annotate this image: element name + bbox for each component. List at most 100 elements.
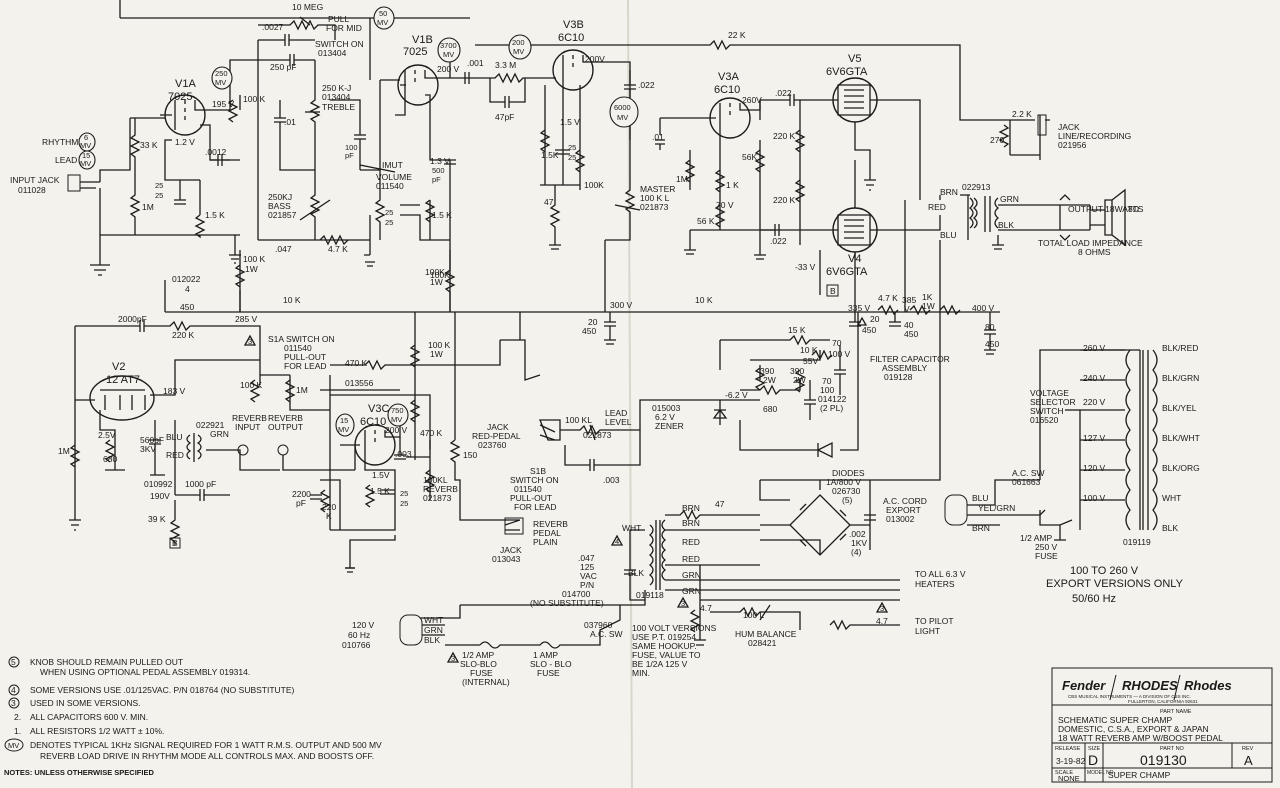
svg-text:REVERB: REVERB: [232, 413, 267, 423]
svg-text:250 K-J: 250 K-J: [322, 83, 351, 93]
svg-text:HUM BALANCE: HUM BALANCE: [735, 629, 797, 639]
svg-text:10 K: 10 K: [283, 295, 301, 305]
svg-text:25: 25: [400, 499, 408, 508]
svg-text:39 K: 39 K: [148, 514, 166, 524]
svg-text:WHEN USING OPTIONAL PEDAL ASSE: WHEN USING OPTIONAL PEDAL ASSEMBLY 01931…: [40, 667, 250, 677]
svg-text:4: 4: [185, 284, 190, 294]
svg-text:470 K: 470 K: [420, 428, 443, 438]
svg-text:RELEASE: RELEASE: [1055, 746, 1081, 752]
svg-text:FOR MID: FOR MID: [326, 23, 362, 33]
svg-text:MASTER: MASTER: [640, 184, 675, 194]
svg-text:335 V: 335 V: [848, 303, 871, 313]
svg-text:3-19-82: 3-19-82: [1056, 756, 1086, 766]
svg-text:DOMESTIC, C.S.A., EXPORT & JAP: DOMESTIC, C.S.A., EXPORT & JAPAN: [1058, 724, 1209, 734]
svg-text:220 V: 220 V: [1083, 397, 1106, 407]
svg-text:1M: 1M: [296, 385, 308, 395]
svg-text:(5): (5): [842, 495, 853, 505]
brand-fender: Fender: [1062, 678, 1106, 693]
svg-text:REVERB: REVERB: [423, 484, 458, 494]
svg-text:PART NO: PART NO: [1160, 746, 1185, 752]
svg-text:285 V: 285 V: [235, 314, 258, 324]
svg-text:100: 100: [820, 385, 834, 395]
svg-text:7025: 7025: [168, 91, 192, 103]
svg-text:BRN: BRN: [972, 523, 990, 533]
svg-text:2000pF: 2000pF: [118, 314, 147, 324]
svg-text:1W: 1W: [430, 277, 443, 287]
svg-text:80: 80: [985, 322, 995, 332]
svg-text:PEDAL: PEDAL: [533, 528, 561, 538]
v3c-label: V3C: [368, 403, 389, 415]
svg-text:25: 25: [155, 181, 163, 190]
svg-text:.001: .001: [467, 58, 484, 68]
svg-text:pF: pF: [345, 151, 354, 160]
svg-text:1.5 K: 1.5 K: [370, 486, 390, 496]
svg-text:BLK/YEL: BLK/YEL: [1162, 403, 1197, 413]
tube-v1b: [397, 64, 439, 106]
svg-text:SLO-BLO: SLO-BLO: [460, 659, 497, 669]
svg-text:220 K: 220 K: [773, 131, 796, 141]
svg-text:VAC: VAC: [580, 571, 597, 581]
mains-plug-icon: [399, 614, 423, 646]
ground-symbols: [229, 230, 1066, 573]
svg-text:250 pF: 250 pF: [270, 62, 296, 72]
svg-text:014122: 014122: [818, 394, 847, 404]
svg-text:010992: 010992: [144, 479, 173, 489]
svg-text:JACK: JACK: [1058, 122, 1080, 132]
svg-text:GRN: GRN: [424, 625, 443, 635]
svg-text:1.5 K: 1.5 K: [432, 210, 452, 220]
svg-text:EXPORT VERSIONS ONLY: EXPORT VERSIONS ONLY: [1046, 578, 1184, 590]
svg-text:400 V: 400 V: [972, 303, 995, 313]
svg-text:1/2 AMP: 1/2 AMP: [462, 650, 494, 660]
tone-stack: [257, 16, 400, 267]
svg-text:(NO SUBSTITUTE): (NO SUBSTITUTE): [530, 598, 604, 608]
svg-text:SCALE: SCALE: [1055, 770, 1073, 776]
svg-text:011540: 011540: [284, 343, 312, 353]
svg-text:4.7 K: 4.7 K: [328, 244, 348, 254]
svg-text:25: 25: [385, 208, 393, 217]
svg-text:GRN: GRN: [210, 429, 229, 439]
svg-text:JACK: JACK: [487, 422, 509, 432]
svg-text:OUTPUT 18WATTS: OUTPUT 18WATTS: [1068, 204, 1144, 214]
svg-text:3KV: 3KV: [140, 444, 156, 454]
svg-text:VOLUME: VOLUME: [376, 172, 412, 182]
svg-text:PULL-OUT: PULL-OUT: [284, 352, 326, 362]
svg-text:.01: .01: [284, 117, 296, 127]
svg-text:.003: .003: [603, 475, 620, 485]
svg-text:INPUT: INPUT: [235, 422, 261, 432]
svg-text:200 V: 200 V: [437, 64, 460, 74]
svg-text:6000: 6000: [614, 103, 631, 112]
svg-text:PULL-OUT: PULL-OUT: [510, 493, 552, 503]
svg-text:019128: 019128: [884, 372, 913, 382]
svg-text:3: 3: [880, 604, 884, 613]
svg-text:100 K: 100 K: [243, 94, 266, 104]
svg-text:MV: MV: [338, 425, 349, 434]
svg-text:3.3 M: 3.3 M: [495, 60, 516, 70]
svg-text:25: 25: [155, 191, 163, 200]
svg-text:100: 100: [345, 143, 358, 152]
svg-text:.047: .047: [578, 553, 595, 563]
svg-text:100 KL: 100 KL: [565, 415, 592, 425]
svg-text:300 V: 300 V: [610, 300, 633, 310]
svg-text:15: 15: [82, 151, 90, 160]
svg-text:BLU: BLU: [940, 230, 957, 240]
v5-label: V5: [848, 53, 861, 65]
svg-text:NONE: NONE: [1058, 774, 1080, 783]
svg-text:.003: .003: [395, 449, 412, 459]
svg-text:TREBLE: TREBLE: [322, 102, 355, 112]
svg-text:1M: 1M: [58, 446, 70, 456]
svg-text:3: 3: [681, 599, 685, 608]
svg-text:260V: 260V: [742, 95, 762, 105]
svg-text:-6.2 V: -6.2 V: [725, 390, 748, 400]
svg-text:SUPER CHAMP: SUPER CHAMP: [1108, 770, 1171, 780]
svg-text:BLU: BLU: [166, 432, 183, 442]
svg-text:127 V: 127 V: [1083, 433, 1106, 443]
svg-text:8Ω: 8Ω: [1128, 204, 1139, 214]
svg-text:B: B: [830, 286, 836, 296]
svg-text:A.C. CORD: A.C. CORD: [883, 496, 927, 506]
svg-text:SLO - BLO: SLO - BLO: [530, 659, 572, 669]
svg-text:BASS: BASS: [268, 201, 291, 211]
svg-text:SIZE: SIZE: [1088, 746, 1101, 752]
svg-text:pF: pF: [296, 498, 306, 508]
svg-text:FOR LEAD: FOR LEAD: [514, 502, 557, 512]
